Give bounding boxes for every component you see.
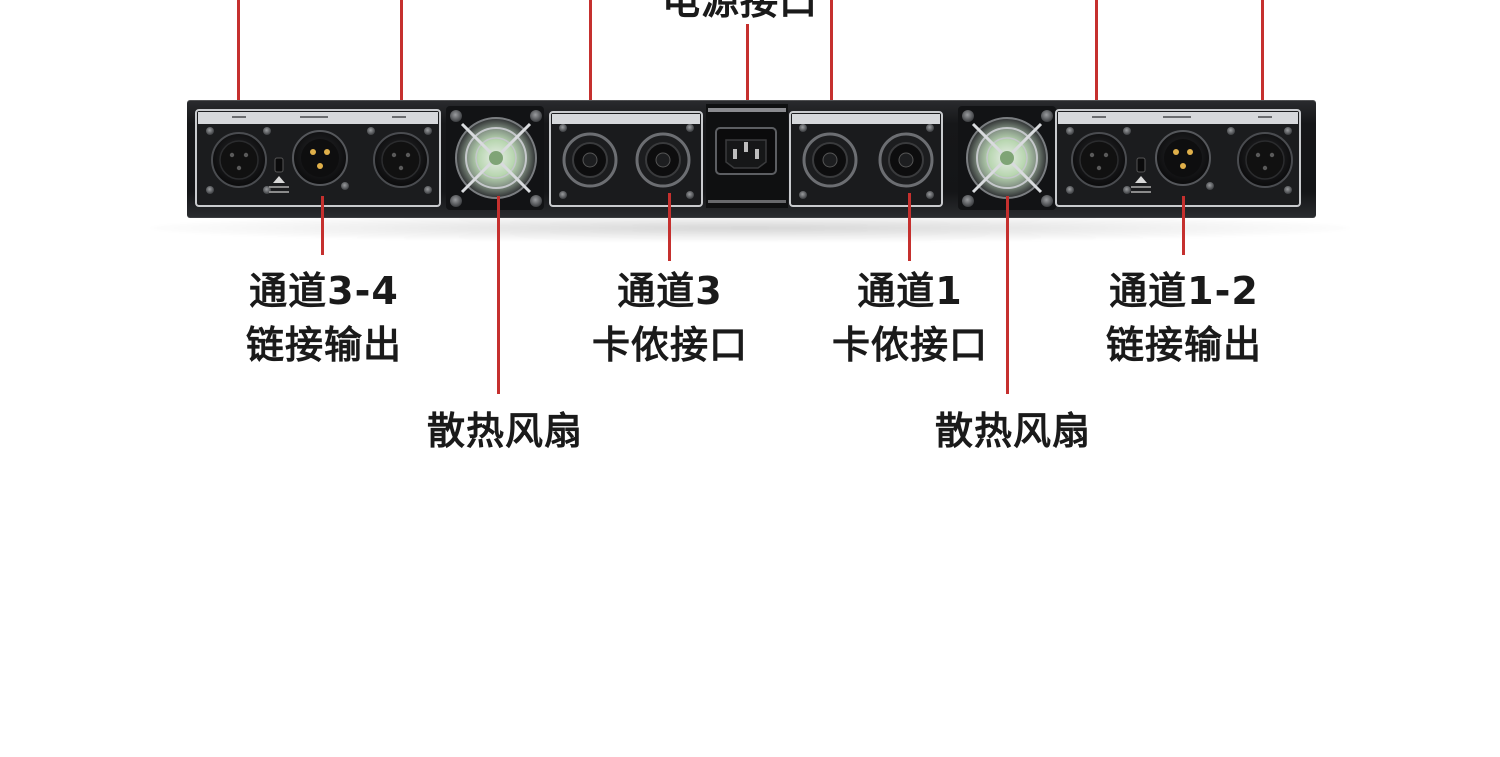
ch1-speakon-plate: [789, 111, 943, 207]
leader-line-fan-left: [497, 196, 500, 394]
ch3-speakon-plate: [549, 111, 703, 207]
leader-line-top-6: [1261, 0, 1264, 120]
right-cooling-fan: [958, 106, 1056, 210]
leader-line-ch34-link: [321, 196, 324, 255]
leader-line-ch3-speakon: [668, 193, 671, 261]
ch34-xlr-plate: [195, 109, 441, 207]
leader-line-fan-right: [1006, 196, 1009, 394]
right-fan-label: 散热风扇: [934, 409, 1092, 453]
device-shadow: [150, 214, 1350, 242]
power-socket-area: [706, 104, 788, 208]
ch3-speakon-label: 通道3 卡侬接口: [591, 269, 749, 367]
left-cooling-fan: [446, 106, 544, 210]
ch12-link-output-label: 通道1-2 链接输出: [1105, 269, 1263, 367]
leader-line-top-3: [589, 0, 592, 122]
left-fan-label: 散热风扇: [426, 409, 584, 453]
ch12-xlr-plate: [1055, 109, 1301, 207]
leader-line-ch1-speakon: [908, 193, 911, 261]
leader-line-top-4: [830, 0, 833, 122]
leader-line-top-5: [1095, 0, 1098, 120]
ch34-link-output-label: 通道3-4 链接输出: [245, 269, 403, 367]
power-socket-label: 电源接口: [661, 0, 819, 23]
leader-line-ch12-link: [1182, 196, 1185, 255]
leader-line-top-1: [237, 0, 240, 118]
ch1-speakon-label: 通道1 卡侬接口: [831, 269, 989, 367]
leader-line-top-2: [400, 0, 403, 118]
leader-line-power: [746, 24, 749, 132]
